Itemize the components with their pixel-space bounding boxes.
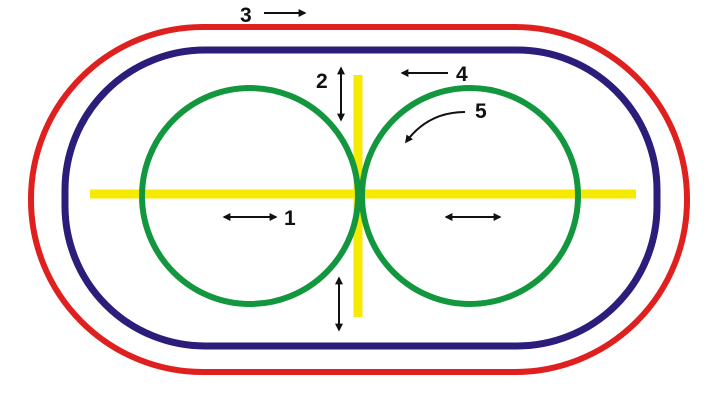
label-2: 2 bbox=[316, 70, 328, 93]
right-circle bbox=[359, 85, 581, 307]
label-5: 5 bbox=[475, 100, 487, 123]
label-4: 4 bbox=[456, 63, 468, 86]
outer-track bbox=[28, 24, 690, 375]
label-3: 3 bbox=[240, 4, 252, 27]
label-1: 1 bbox=[284, 207, 296, 230]
left-circle bbox=[139, 85, 361, 307]
inner-track bbox=[61, 46, 661, 350]
curved-arrow bbox=[405, 111, 466, 144]
